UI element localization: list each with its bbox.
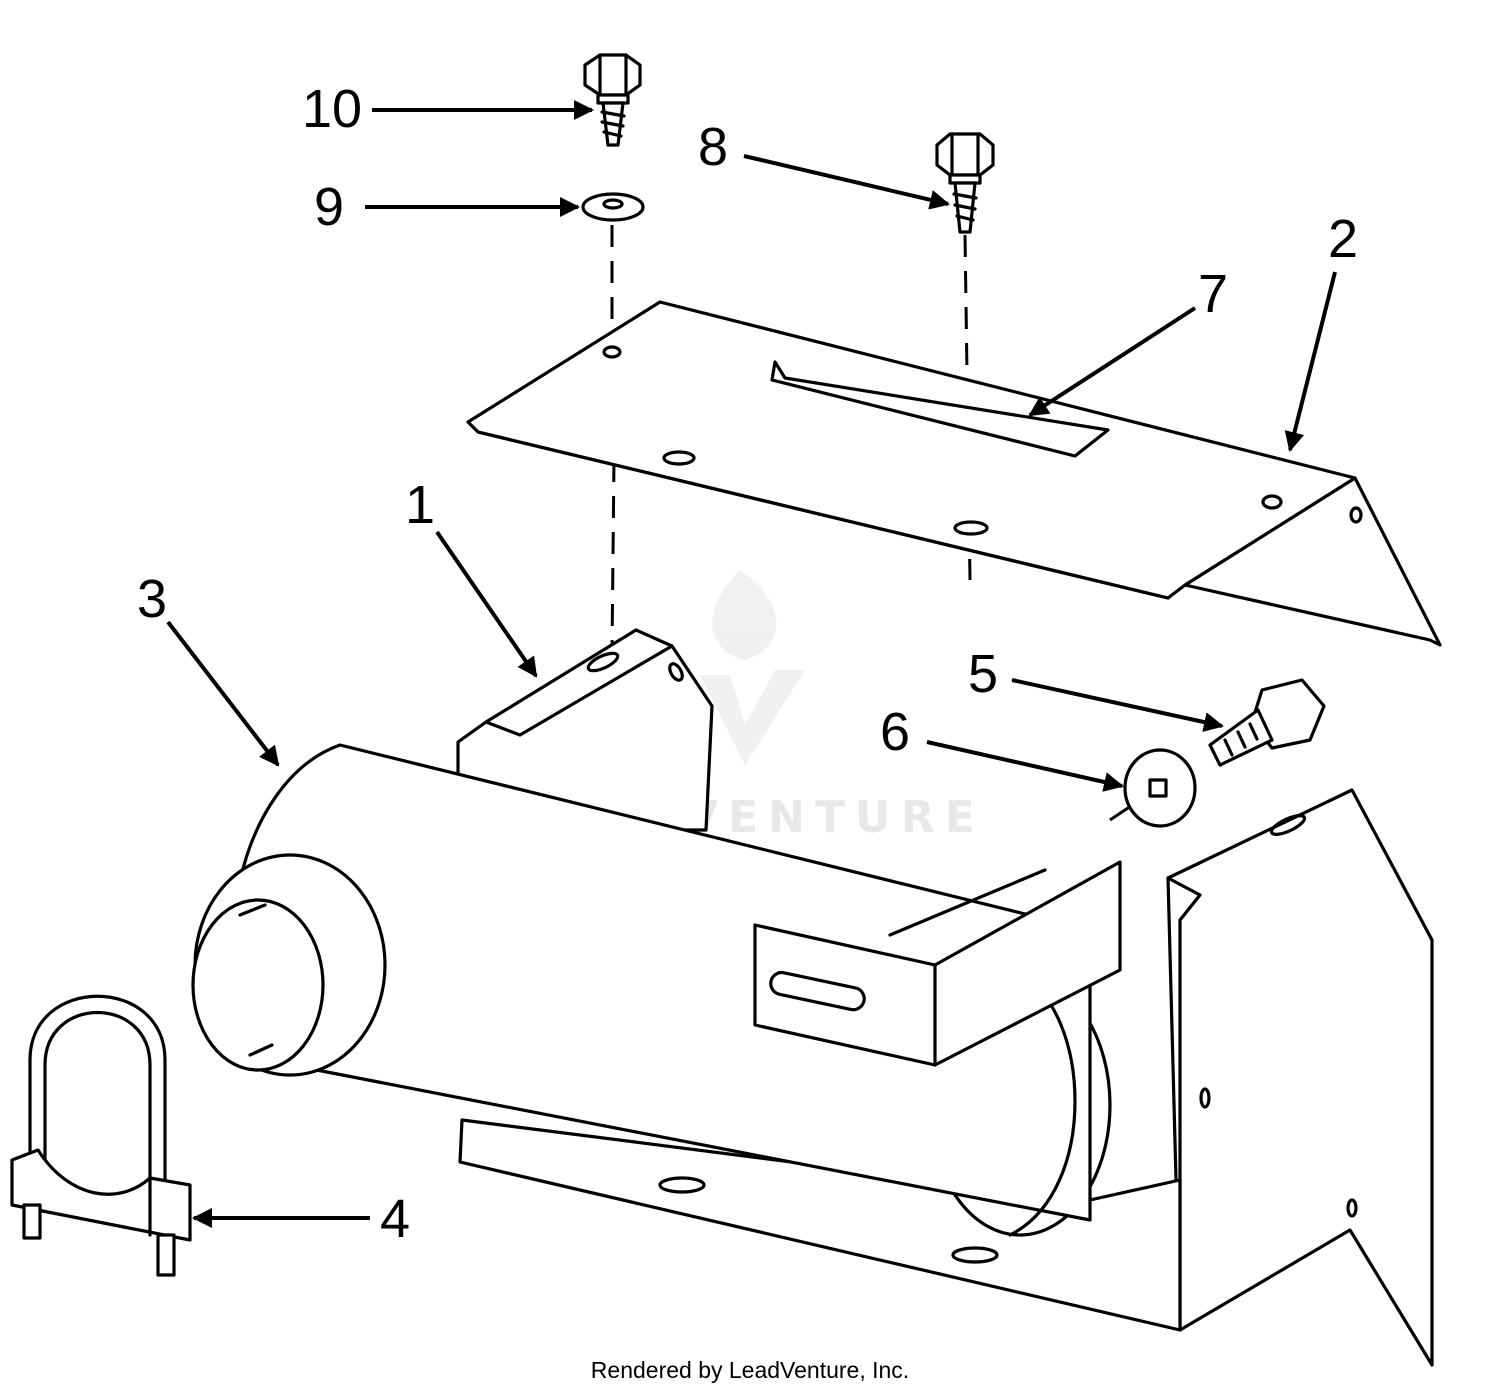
- part-10-bolt: [583, 53, 642, 147]
- callout-4: 4: [380, 1189, 410, 1249]
- callout-7: 7: [1198, 264, 1228, 324]
- part-7-label-decal: [770, 360, 1110, 458]
- callout-arrows: [166, 100, 1337, 1228]
- part-6-washer: [1123, 748, 1197, 828]
- callout-8: 8: [698, 117, 728, 177]
- part-5-bolt: [1208, 678, 1326, 767]
- part-9-washer: [581, 192, 645, 222]
- right-side-bracket: [1166, 788, 1434, 1367]
- part-2-top-cover-plate: [466, 300, 1442, 647]
- leadventure-flame-logo-icon: [700, 570, 805, 765]
- callout-10: 10: [302, 79, 362, 139]
- callout-2: 2: [1328, 209, 1358, 269]
- muffler-inlet-pipe: [191, 898, 325, 1072]
- part-1-mounting-bracket: [456, 628, 714, 832]
- muffler-saddle-bracket: [753, 860, 1122, 1067]
- callout-1: 1: [405, 475, 435, 535]
- callout-6: 6: [880, 702, 910, 762]
- part-3-muffler: [191, 743, 1112, 1237]
- callout-labels: 10 9 8 7 2 1 3 5 6 4: [137, 79, 1358, 1249]
- part-4-u-bolt-clamp: [10, 994, 192, 1277]
- callout-9: 9: [314, 177, 344, 237]
- callout-3: 3: [137, 569, 167, 629]
- part-8-screw: [935, 132, 995, 234]
- footer-credit: Rendered by LeadVenture, Inc.: [591, 1357, 909, 1383]
- callout-5: 5: [968, 644, 998, 704]
